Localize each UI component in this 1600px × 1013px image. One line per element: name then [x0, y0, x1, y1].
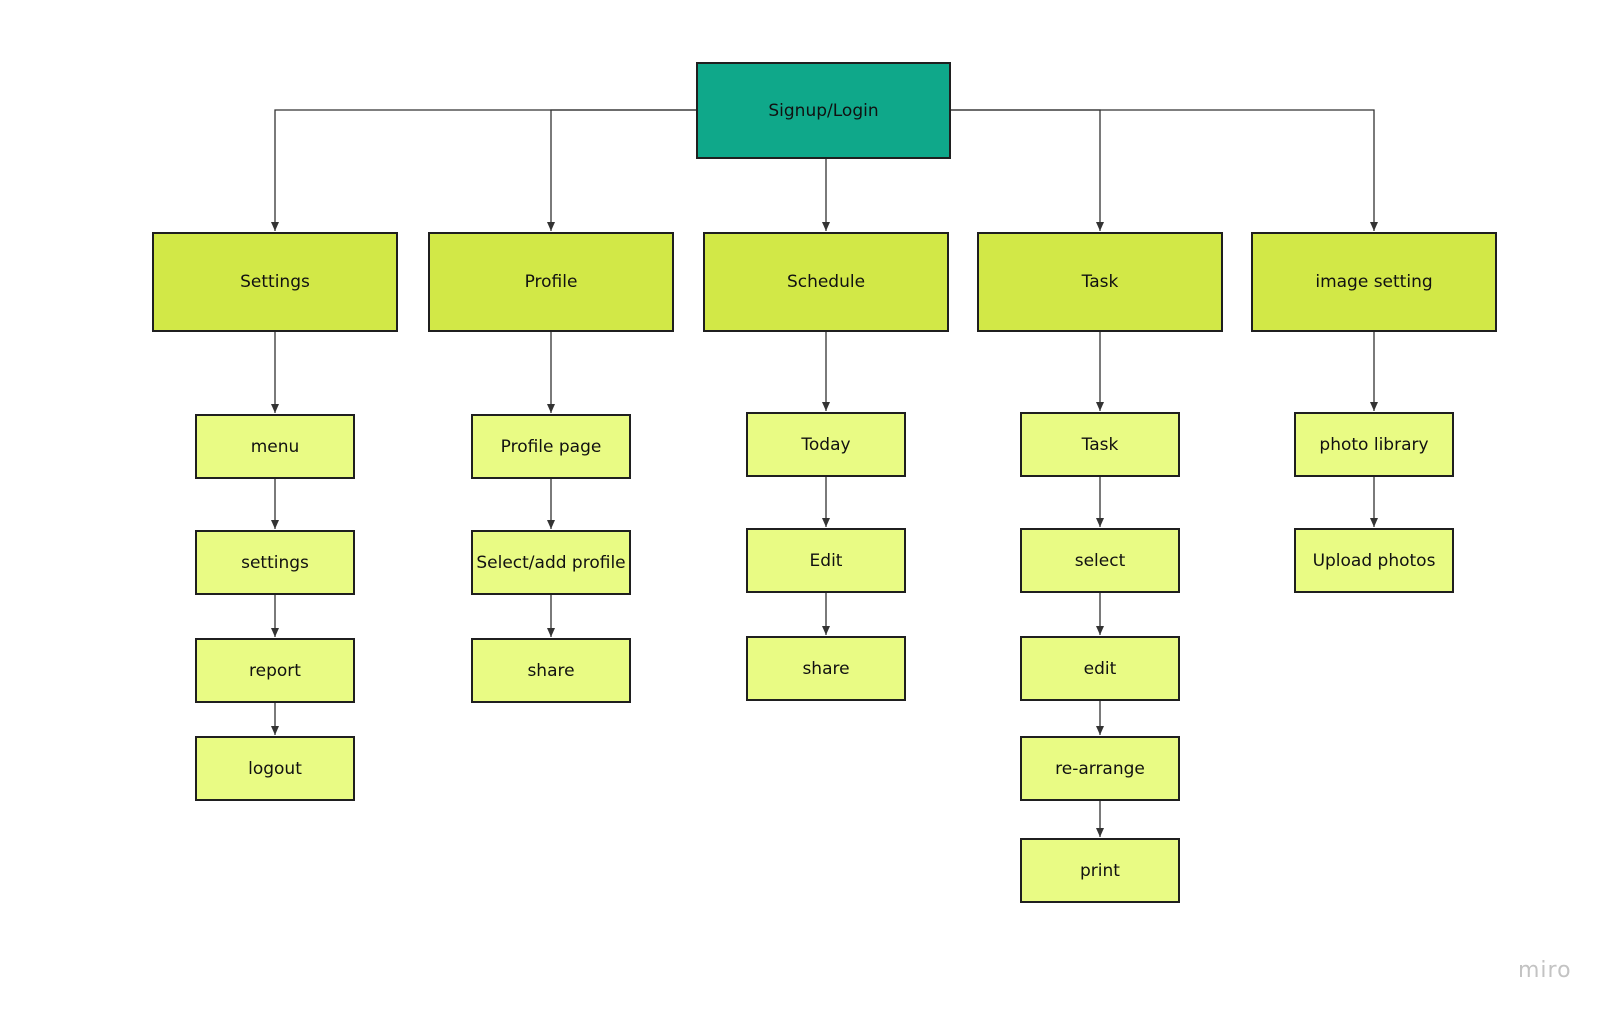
leaf-node-label: photo library — [1319, 434, 1429, 455]
leaf-node-label: print — [1080, 860, 1120, 881]
leaf-node-profile-0[interactable]: Profile page — [471, 414, 631, 479]
leaf-node-settings-3[interactable]: logout — [195, 736, 355, 801]
leaf-node-label: Edit — [809, 550, 843, 571]
category-node-label: Profile — [524, 272, 578, 292]
leaf-node-schedule-0[interactable]: Today — [746, 412, 906, 477]
leaf-node-task-0[interactable]: Task — [1020, 412, 1180, 477]
leaf-node-label: share — [527, 660, 575, 681]
leaf-node-label: Today — [801, 434, 851, 455]
category-node-profile[interactable]: Profile — [428, 232, 674, 332]
leaf-node-label: Task — [1081, 434, 1119, 455]
leaf-node-task-4[interactable]: print — [1020, 838, 1180, 903]
leaf-node-label: re-arrange — [1055, 758, 1145, 779]
category-node-settings[interactable]: Settings — [152, 232, 398, 332]
leaf-node-task-1[interactable]: select — [1020, 528, 1180, 593]
root-node-label: Signup/Login — [768, 100, 879, 121]
root-node-signup-login[interactable]: Signup/Login — [696, 62, 951, 159]
leaf-node-settings-2[interactable]: report — [195, 638, 355, 703]
connector-arrow-0 — [271, 109, 696, 231]
connector-arrow-19 — [951, 109, 1378, 231]
leaf-node-schedule-2[interactable]: share — [746, 636, 906, 701]
leaf-node-label: Profile page — [500, 436, 602, 457]
category-node-label: image setting — [1315, 272, 1433, 292]
leaf-node-image-setting-1[interactable]: Upload photos — [1294, 528, 1454, 593]
leaf-node-settings-0[interactable]: menu — [195, 414, 355, 479]
miro-watermark: miro — [1518, 958, 1572, 983]
leaf-node-profile-1[interactable]: Select/add profile — [471, 530, 631, 595]
leaf-node-label: menu — [250, 436, 300, 457]
leaf-node-task-3[interactable]: re-arrange — [1020, 736, 1180, 801]
leaf-node-task-2[interactable]: edit — [1020, 636, 1180, 701]
category-node-label: Settings — [240, 272, 310, 292]
leaf-node-label: share — [802, 658, 850, 679]
category-node-task[interactable]: Task — [977, 232, 1223, 332]
category-node-schedule[interactable]: Schedule — [703, 232, 949, 332]
connector-arrow-5 — [547, 109, 696, 231]
leaf-node-settings-1[interactable]: settings — [195, 530, 355, 595]
leaf-node-image-setting-0[interactable]: photo library — [1294, 412, 1454, 477]
category-node-label: Task — [1081, 272, 1119, 292]
leaf-node-label: logout — [248, 758, 302, 779]
leaf-node-label: edit — [1083, 658, 1117, 679]
leaf-node-schedule-1[interactable]: Edit — [746, 528, 906, 593]
leaf-node-profile-2[interactable]: share — [471, 638, 631, 703]
leaf-node-label: settings — [241, 552, 309, 573]
category-node-label: Schedule — [786, 272, 866, 292]
leaf-node-label: Upload photos — [1312, 550, 1436, 571]
leaf-node-label: Select/add profile — [476, 552, 626, 573]
leaf-node-label: select — [1074, 550, 1126, 571]
category-node-image-setting[interactable]: image setting — [1251, 232, 1497, 332]
connector-arrow-13 — [951, 109, 1104, 231]
leaf-node-label: report — [249, 660, 301, 681]
